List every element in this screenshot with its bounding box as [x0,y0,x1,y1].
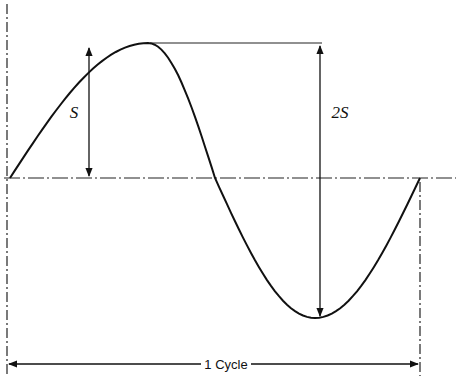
right-boundary-line [419,182,420,376]
left-boundary-line [6,4,7,376]
zero-axis [4,177,456,178]
peak-to-peak-arrow [319,46,320,316]
amplitude-label: S [70,104,79,121]
amplitude-arrow [88,48,89,176]
peak-extension-line [150,42,322,43]
peak-to-peak-label: 2S [332,104,349,121]
cycle-label: 1 Cycle [201,358,250,371]
sine-curve [10,43,420,318]
